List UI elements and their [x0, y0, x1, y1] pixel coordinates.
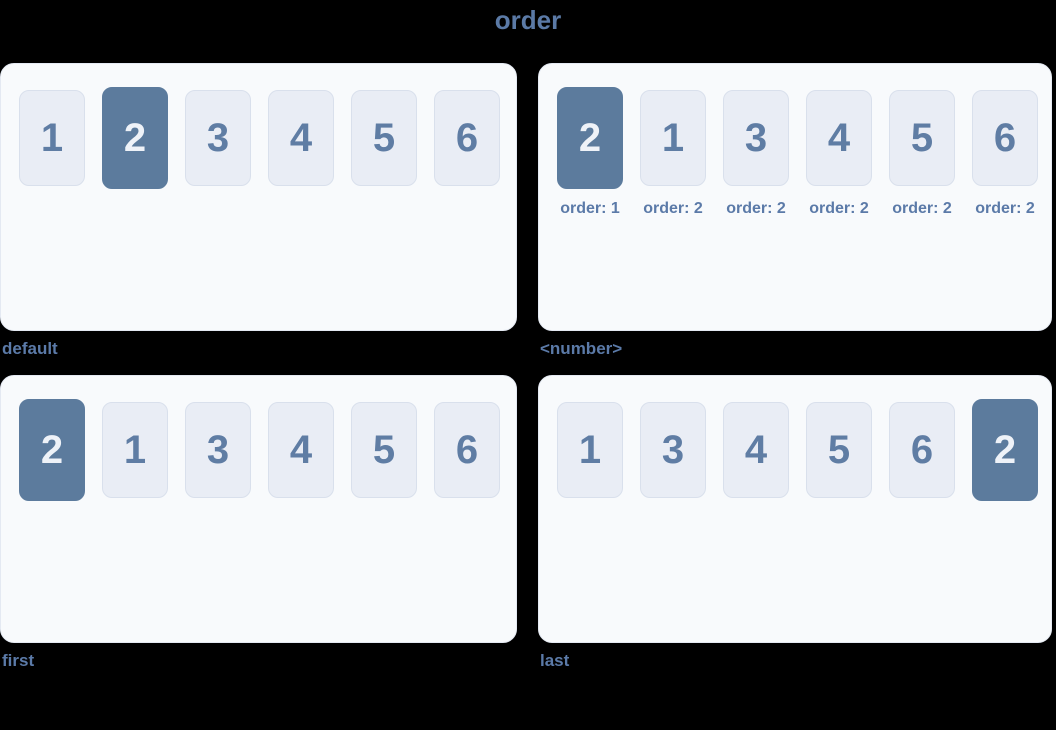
flex-item: 5 — [351, 90, 417, 186]
flex-item-highlighted: 2 — [557, 87, 623, 189]
flex-item-highlighted: 2 — [972, 399, 1038, 501]
panel-number: 2 order: 1 1 order: 2 3 order: 2 4 order: 2 5 ord… — [538, 63, 1052, 331]
flex-item: 4 — [723, 402, 789, 498]
order-value-label: order: 2 — [643, 200, 703, 217]
flex-item-highlighted: 2 — [19, 399, 85, 501]
order-value-label: order: 2 — [809, 200, 869, 217]
flex-item-group: 6 order: 2 — [972, 90, 1038, 218]
panel-label-default: default — [2, 339, 58, 358]
flex-item: 6 — [434, 90, 500, 186]
flex-item: 5 — [889, 90, 955, 186]
flex-item: 4 — [268, 90, 334, 186]
flex-item: 4 — [268, 402, 334, 498]
order-value-label: order: 2 — [975, 200, 1035, 217]
flex-item-group: 2 order: 1 — [557, 87, 623, 218]
order-value-label: order: 1 — [560, 200, 620, 217]
flex-item: 1 — [640, 90, 706, 186]
flex-item-group: 1 order: 2 — [640, 90, 706, 218]
panel-label-number: <number> — [540, 339, 623, 358]
order-value-label: order: 2 — [726, 200, 786, 217]
flex-item: 6 — [972, 90, 1038, 186]
flex-item: 3 — [185, 90, 251, 186]
flex-item: 4 — [806, 90, 872, 186]
flex-item: 1 — [19, 90, 85, 186]
flex-item-highlighted: 2 — [102, 87, 168, 189]
panel-label-first: first — [2, 651, 35, 670]
panel-cell-number: 2 order: 1 1 order: 2 3 order: 2 4 order: 2 5 ord… — [538, 63, 1052, 359]
order-value-label: order: 2 — [892, 200, 952, 217]
flex-item: 3 — [640, 402, 706, 498]
flex-item: 5 — [806, 402, 872, 498]
flex-item: 6 — [434, 402, 500, 498]
page-title: order — [494, 5, 562, 35]
flex-item-group: 4 order: 2 — [806, 90, 872, 218]
flex-item: 1 — [557, 402, 623, 498]
flex-item: 1 — [102, 402, 168, 498]
flex-item: 5 — [351, 402, 417, 498]
flex-item: 3 — [185, 402, 251, 498]
flex-item: 3 — [723, 90, 789, 186]
flex-item: 6 — [889, 402, 955, 498]
flex-item-group: 5 order: 2 — [889, 90, 955, 218]
flex-item-group: 3 order: 2 — [723, 90, 789, 218]
panel-label-last: last — [540, 651, 570, 670]
